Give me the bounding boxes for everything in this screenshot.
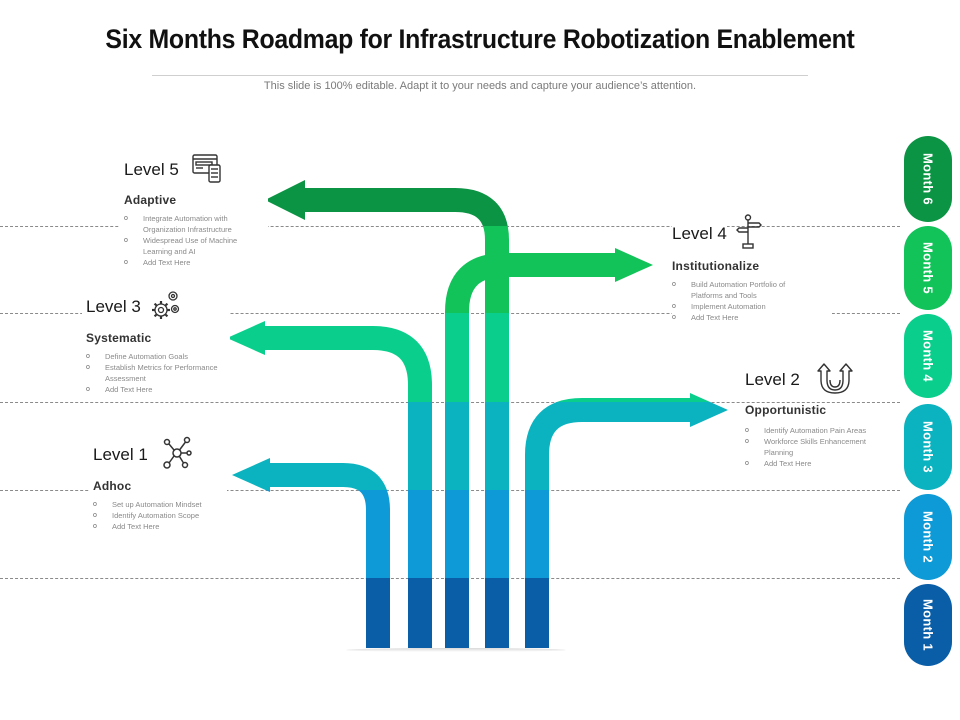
level-3-arrow-segment <box>408 578 432 648</box>
level-4-bullets: Build Automation Portfolio of Platforms … <box>672 279 832 323</box>
level-1-card: Level 1 Adhoc Set up Automation Mindset … <box>89 434 227 534</box>
level-3-title: Level 3 <box>86 296 141 316</box>
level-1-arrow-segment <box>270 475 378 648</box>
level-2-arrow-segment <box>525 578 549 648</box>
level-5-arrow-segment <box>305 188 508 226</box>
level-2-arrow-segment <box>537 410 690 648</box>
month-pill-month-2: Month 2 <box>904 494 952 580</box>
month-pill-month-5: Month 5 <box>904 226 952 310</box>
level-5-subtitle: Adaptive <box>124 193 177 207</box>
base-shadow <box>346 648 566 652</box>
level-2-arrow-segment <box>557 398 690 402</box>
level-2-bullets: Identify Automation Pain Areas Workforce… <box>745 425 895 469</box>
bullet-item: Build Automation Portfolio of Platforms … <box>672 279 811 301</box>
level-5-card: Level 5 Adaptive Integrate Automation wi… <box>120 150 268 270</box>
level-1-arrow-head <box>265 490 270 492</box>
level-3-arrow-segment <box>265 338 420 648</box>
level-3-arrow-segment <box>265 326 432 402</box>
bullet-item: Set up Automation Mindset <box>93 499 223 510</box>
bullet-item: Implement Automation <box>672 301 832 312</box>
month-label: Month 2 <box>920 511 936 563</box>
bullet-item: Add Text Here <box>93 521 223 532</box>
page-subtitle: This slide is 100% editable. Adapt it to… <box>263 80 697 92</box>
bullet-item: Add Text Here <box>124 257 264 268</box>
network-nodes-icon <box>162 436 193 475</box>
split-arrows-icon <box>816 362 854 399</box>
level-5-arrow-segment <box>482 226 509 313</box>
month-label: Month 3 <box>920 421 936 473</box>
level-1-arrow-segment <box>366 578 390 648</box>
bullet-item: Define Automation Goals <box>86 351 226 362</box>
web-mobile-icon <box>191 152 223 189</box>
level-3-arrow <box>227 321 432 648</box>
level-1-arrow-segment <box>270 463 387 490</box>
level-2-subtitle: Opportunistic <box>745 403 827 417</box>
level-2-arrow-segment <box>525 490 549 578</box>
level-1-arrow-segment <box>357 490 390 578</box>
month-pill-month-6: Month 6 <box>904 136 952 222</box>
bullet-item: Integrate Automation with Organization I… <box>124 213 264 235</box>
month-label: Month 6 <box>920 153 936 205</box>
month-boundary-6-5 <box>0 226 900 227</box>
level-3-arrow-segment <box>408 402 432 490</box>
level-2-arrow-head <box>690 393 711 402</box>
level-1-arrow-segment <box>270 475 378 648</box>
level-1-arrow <box>232 458 390 648</box>
level-5-bullets: Integrate Automation with Organization I… <box>124 213 264 268</box>
bullet-item: Add Text Here <box>672 312 832 323</box>
month-label: Month 4 <box>920 330 936 382</box>
month-connector-diamond <box>922 394 934 406</box>
level-2-arrow-head <box>690 402 728 427</box>
level-4-arrow-head <box>615 248 653 282</box>
level-3-card: Level 3 Systematic Define Automation Goa… <box>82 286 230 397</box>
level-5-arrow-head <box>265 180 305 220</box>
signpost-icon <box>735 214 763 255</box>
level-4-card: Level 4 Institutionalize Build Automatio… <box>668 212 836 325</box>
level-2-arrow-segment <box>525 402 690 490</box>
level-2-title: Level 2 <box>745 369 800 390</box>
title-divider <box>152 75 808 76</box>
level-1-bullets: Set up Automation Mindset Identify Autom… <box>93 499 223 532</box>
level-5-title: Level 5 <box>124 159 179 179</box>
month-label: Month 1 <box>920 599 936 651</box>
page-title: Six Months Roadmap for Infrastructure Ro… <box>105 24 855 54</box>
level-3-bullets: Define Automation Goals Establish Metric… <box>86 351 226 395</box>
bullet-item: Widespread Use of Machine Learning and A… <box>124 235 264 257</box>
level-4-subtitle: Institutionalize <box>672 259 832 273</box>
bullet-item: Add Text Here <box>86 384 226 395</box>
level-1-arrow-head <box>232 458 270 490</box>
level-2-card: Level 2 Opportunistic Identify Automatio… <box>741 360 899 471</box>
bullet-item: Identify Automation Pain Areas <box>745 425 895 436</box>
level-5-arrow <box>265 180 509 648</box>
level-3-arrow-head <box>227 321 265 355</box>
level-4-title: Level 4 <box>672 223 727 244</box>
level-2-arrow-segment <box>537 410 690 648</box>
month-pill-month-3: Month 3 <box>904 404 952 490</box>
bullet-item: Establish Metrics for Performance Assess… <box>86 362 226 384</box>
level-1-subtitle: Adhoc <box>93 479 132 493</box>
gears-icon <box>149 288 183 327</box>
month-label: Month 5 <box>920 242 936 294</box>
level-3-arrow-segment <box>408 490 432 578</box>
month-pill-month-4: Month 4 <box>904 314 952 398</box>
bullet-item: Identify Automation Scope <box>93 510 223 521</box>
month-pill-month-1: Month 1 <box>904 584 952 666</box>
bullet-item: Workforce Skills Enhancement Planning <box>745 436 884 458</box>
level-3-arrow-segment <box>265 338 420 648</box>
level-2-arrow <box>525 393 728 648</box>
level-1-arrow-segment <box>270 475 378 648</box>
bullet-item: Add Text Here <box>745 458 895 469</box>
level-3-subtitle: Systematic <box>86 331 152 345</box>
level-1-title: Level 1 <box>93 444 148 464</box>
